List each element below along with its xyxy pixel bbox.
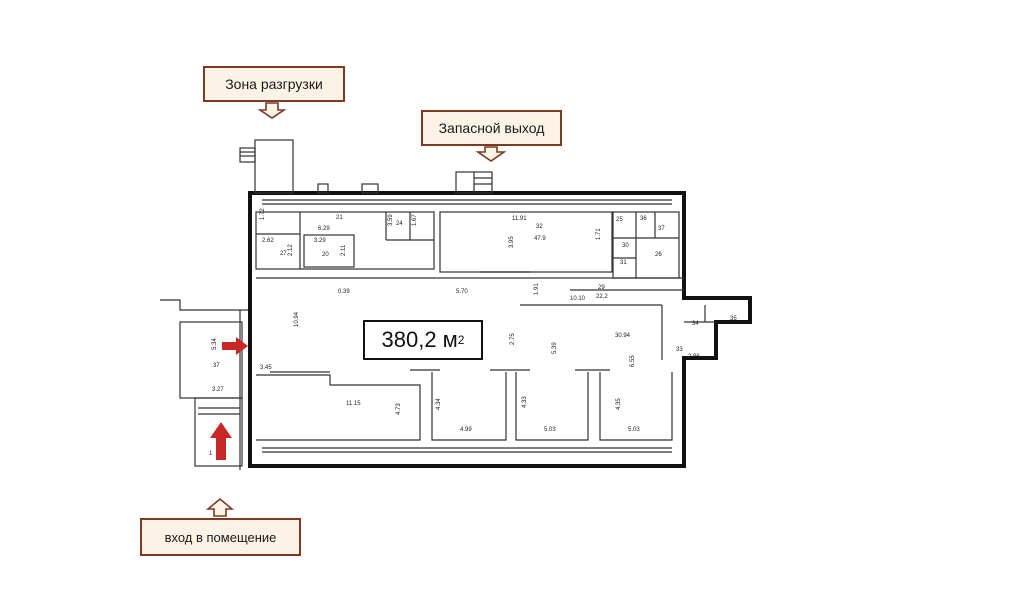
interior-walls — [255, 199, 716, 453]
dimension-label: 2.75 — [510, 333, 516, 345]
dimension-label: 4.34 — [436, 398, 442, 410]
dimension-label: 4.99 — [460, 427, 472, 433]
dimension-label: 30 — [622, 243, 629, 249]
dimension-label: 5.34 — [212, 338, 218, 350]
unloading-arrow — [257, 102, 287, 119]
dimension-label: 2.11 — [341, 244, 347, 256]
entrance-arrow — [205, 497, 235, 517]
dimension-label: 0.39 — [338, 289, 350, 295]
dimension-label: 2.62 — [262, 238, 274, 244]
dimension-label: 21 — [336, 215, 343, 221]
dimension-label: 33 — [676, 347, 683, 353]
dimension-label: 34 — [692, 321, 699, 327]
dimension-label: 20 — [322, 252, 329, 258]
dimension-label: 1.72 — [260, 208, 266, 220]
dimension-label: 26 — [655, 252, 662, 258]
dimension-label: 1.71 — [596, 228, 602, 240]
dimension-label: 3.29 — [314, 238, 326, 244]
main-hall-outline — [248, 191, 752, 468]
dimension-label: 36 — [640, 216, 647, 222]
dimension-label: 30.94 — [615, 333, 631, 339]
dimension-label: 10.94 — [294, 311, 300, 327]
dimension-label: 27 — [280, 251, 287, 257]
dimension-label: 2.86 — [688, 354, 700, 360]
entrance-callout: вход в помещение — [140, 518, 301, 556]
dimension-label: 11.15 — [346, 401, 361, 407]
entrance-label: вход в помещение — [164, 529, 277, 545]
red-arrow-right — [222, 337, 248, 355]
dimension-label: 29 — [598, 285, 605, 291]
dimension-label: 2.12 — [288, 244, 294, 256]
dimension-label: 35 — [730, 316, 737, 322]
dimension-label: 47.9 — [534, 236, 546, 242]
unloading-zone-callout: Зона разгрузки — [203, 66, 345, 102]
dimension-label: 22.2 — [596, 294, 608, 300]
exit-stairs — [455, 171, 493, 194]
dimension-label: 5.70 — [456, 289, 468, 295]
dimension-label: 32 — [536, 224, 543, 230]
exit-arrow — [475, 146, 507, 162]
dimension-label: 1.91 — [534, 283, 540, 295]
dimension-label: 4.33 — [522, 396, 528, 408]
dimension-label: 24 — [396, 221, 403, 227]
dimension-label: 6.29 — [318, 226, 330, 232]
dimension-label: 4.35 — [616, 398, 622, 410]
dimension-label: 5.03 — [628, 427, 640, 433]
dimension-label: 3.95 — [509, 236, 515, 248]
unloading-annex — [239, 139, 379, 194]
emergency-exit-callout: Запасной выход — [421, 110, 562, 146]
dimension-label: 5.03 — [544, 427, 556, 433]
dimension-label: 5.39 — [552, 342, 558, 354]
dimension-label: 4.73 — [396, 403, 402, 415]
dimension-label: 25 — [616, 217, 623, 223]
dimension-label: 37 — [658, 226, 665, 232]
dimension-label: 3.45 — [260, 365, 272, 371]
dimension-label: 31 — [620, 260, 627, 266]
total-area-unit-sup: 2 — [457, 333, 465, 347]
entrance-corridor — [160, 299, 248, 470]
unloading-zone-label: Зона разгрузки — [225, 76, 323, 92]
dimension-label: 11.91 — [512, 216, 527, 222]
red-arrow-up — [210, 422, 232, 460]
dimension-label: 3.59 — [388, 214, 394, 226]
dimension-label: 37 — [213, 363, 220, 369]
dimension-label: 3.27 — [212, 387, 224, 393]
dimension-label: 1 — [209, 451, 213, 457]
emergency-exit-label: Запасной выход — [438, 120, 545, 136]
dimension-label: 6.55 — [630, 355, 636, 367]
dimension-label: 10.10 — [570, 296, 586, 302]
total-area-value: 380,2 м — [381, 327, 458, 352]
dimension-label: 1.67 — [412, 214, 418, 226]
